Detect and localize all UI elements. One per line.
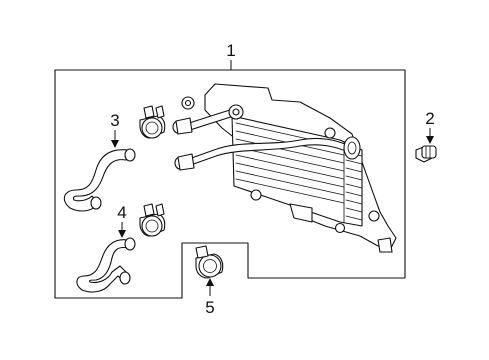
oil-cooler-assembly bbox=[172, 83, 397, 253]
callout-3: 3 bbox=[110, 111, 120, 148]
clamp-part-5 bbox=[195, 245, 224, 279]
clamp-part-4 bbox=[139, 203, 166, 237]
hose-part-4 bbox=[76, 237, 136, 293]
clamp-part-3 bbox=[139, 105, 166, 139]
callout-label-5: 5 bbox=[205, 298, 214, 317]
callout-label-2: 2 bbox=[425, 109, 434, 128]
assembly-boundary bbox=[54, 69, 406, 299]
callout-2: 2 bbox=[425, 109, 435, 144]
bolt-part-2 bbox=[415, 145, 437, 163]
callout-label-3: 3 bbox=[110, 111, 119, 130]
callout-1: 1 bbox=[226, 41, 236, 70]
callout-5: 5 bbox=[205, 278, 215, 317]
hose-part-3 bbox=[63, 148, 136, 212]
callout-label-4: 4 bbox=[117, 203, 126, 222]
callout-label-1: 1 bbox=[226, 41, 235, 60]
callout-4: 4 bbox=[117, 203, 127, 238]
